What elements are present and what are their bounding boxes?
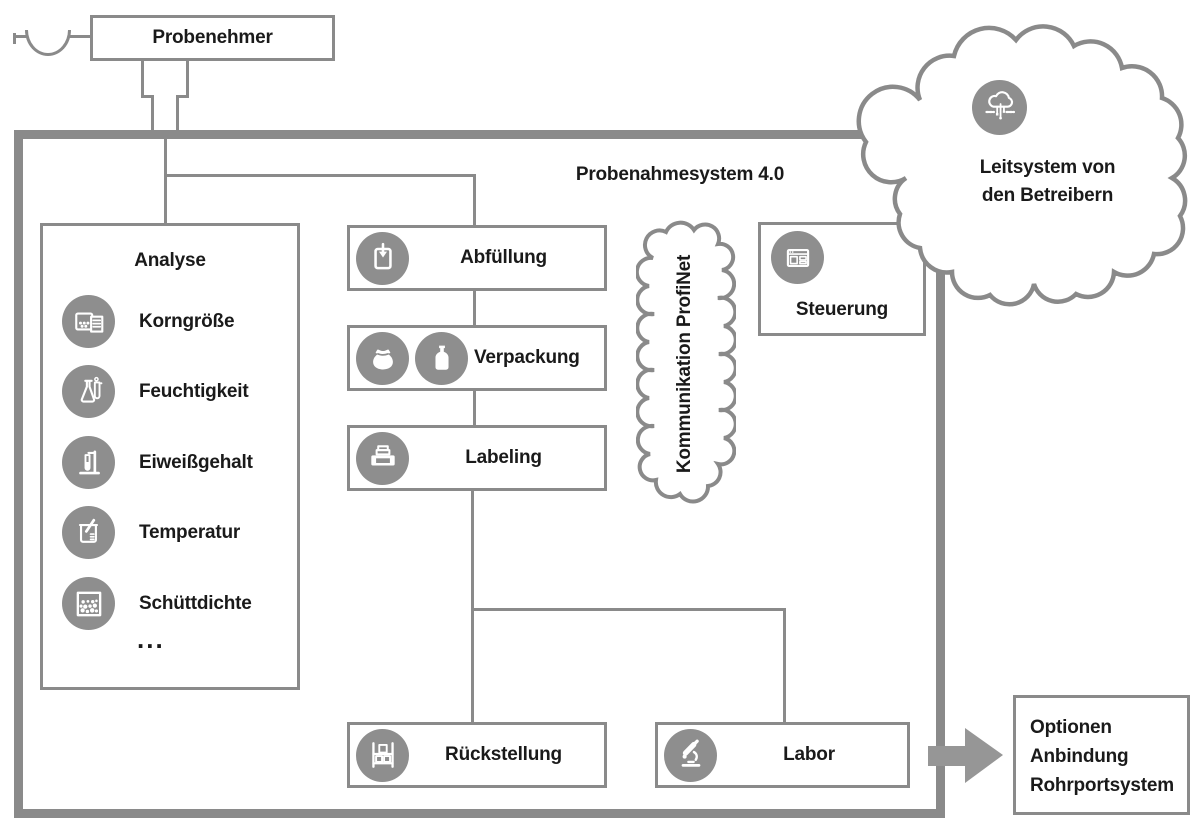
funnel-step-right (176, 95, 189, 98)
sack-icon (356, 331, 409, 385)
labeling-label: Labeling (465, 447, 542, 468)
analyse-box: Analyse Korngröße (40, 223, 300, 690)
storage-rack-icon (356, 728, 409, 782)
analyse-item-label: Temperatur (139, 521, 241, 543)
filling-arrow-icon (356, 231, 409, 285)
list-item: Eiweißgehalt (62, 436, 253, 489)
funnel-wall-right-inner (176, 95, 179, 133)
microscope-icon (664, 728, 717, 782)
steuerung-box: Steuerung (758, 222, 926, 336)
granules-icon (62, 577, 115, 630)
scoop-line-right (69, 35, 90, 38)
control-screen-icon (771, 231, 824, 284)
scoop-tick (13, 33, 16, 44)
optionen-box: Optionen Anbindung Rohrportsystem (1013, 695, 1190, 815)
leitsystem-label-line1: Leitsystem von (979, 157, 1116, 178)
bottle-icon (415, 331, 468, 385)
abfuellung-label: Abfüllung (460, 247, 547, 268)
connector-labeling-rueckstellung (471, 491, 474, 722)
connector-branch-horizontal (471, 608, 786, 611)
profinet-cloud-shape (636, 220, 736, 504)
cloud-network-icon (972, 80, 1027, 135)
list-item: Korngröße (62, 295, 235, 348)
labeling-box: Labeling (347, 425, 607, 491)
rueckstellung-box: Rückstellung (347, 722, 607, 788)
probenehmer-box: Probenehmer (90, 15, 335, 61)
flask-tube-icon (62, 365, 115, 418)
analyse-title: Analyse (134, 250, 206, 271)
optionen-line2: Anbindung (1030, 746, 1129, 767)
label-printer-icon (356, 431, 409, 485)
leitsystem-label-line2: den Betreibern (981, 185, 1114, 206)
verpackung-box: Verpackung (347, 325, 607, 391)
scoop-icon (25, 30, 71, 56)
analyse-item-label: Eiweißgehalt (139, 451, 253, 473)
connector-sampler-down (164, 139, 167, 223)
profinet-label: Kommunikation ProfiNet (674, 254, 695, 474)
optionen-line1: Optionen (1030, 717, 1112, 738)
leitsystem-cloud: Leitsystem von den Betreibern (850, 12, 1190, 314)
labor-label: Labor (783, 744, 835, 765)
analyse-item-label: Schüttdichte (139, 592, 252, 614)
connector-abfuellung-verpackung (473, 291, 476, 325)
exit-arrow-icon (928, 728, 1003, 783)
connector-verpackung-labeling (473, 391, 476, 425)
particle-size-icon (62, 295, 115, 348)
optionen-line3: Rohrportsystem (1030, 775, 1174, 796)
list-item: Feuchtigkeit (62, 365, 249, 418)
scoop-line-left (13, 35, 27, 38)
connector-top-horizontal (164, 174, 476, 177)
analyse-item-label: Feuchtigkeit (139, 380, 249, 402)
list-item: Schüttdichte (62, 577, 252, 630)
analyse-item-label: Korngröße (139, 310, 235, 332)
funnel-wall-right-outer (186, 58, 189, 98)
funnel-wall-left-inner (151, 95, 154, 133)
steuerung-label: Steuerung (795, 299, 889, 320)
rueckstellung-label: Rückstellung (445, 744, 562, 765)
list-item: Temperatur (62, 506, 240, 559)
connector-to-labor (783, 608, 786, 722)
verpackung-label: Verpackung (474, 347, 580, 368)
labor-box: Labor (655, 722, 910, 788)
leitsystem-label: Leitsystem von den Betreibern (955, 154, 1140, 210)
leitsystem-cloud-shape (856, 24, 1188, 307)
probenehmer-label: Probenehmer (152, 27, 273, 48)
system-frame (14, 130, 945, 818)
analyse-more-ellipsis: ... (137, 624, 165, 654)
connector-to-abfuellung (473, 174, 476, 225)
system-title: Probenahmesystem 4.0 (575, 164, 785, 185)
abfuellung-box: Abfüllung (347, 225, 607, 291)
funnel-wall-left-outer (141, 58, 144, 98)
funnel-step-left (141, 95, 154, 98)
beaker-thermometer-icon (62, 506, 115, 559)
test-tube-stand-icon (62, 436, 115, 489)
